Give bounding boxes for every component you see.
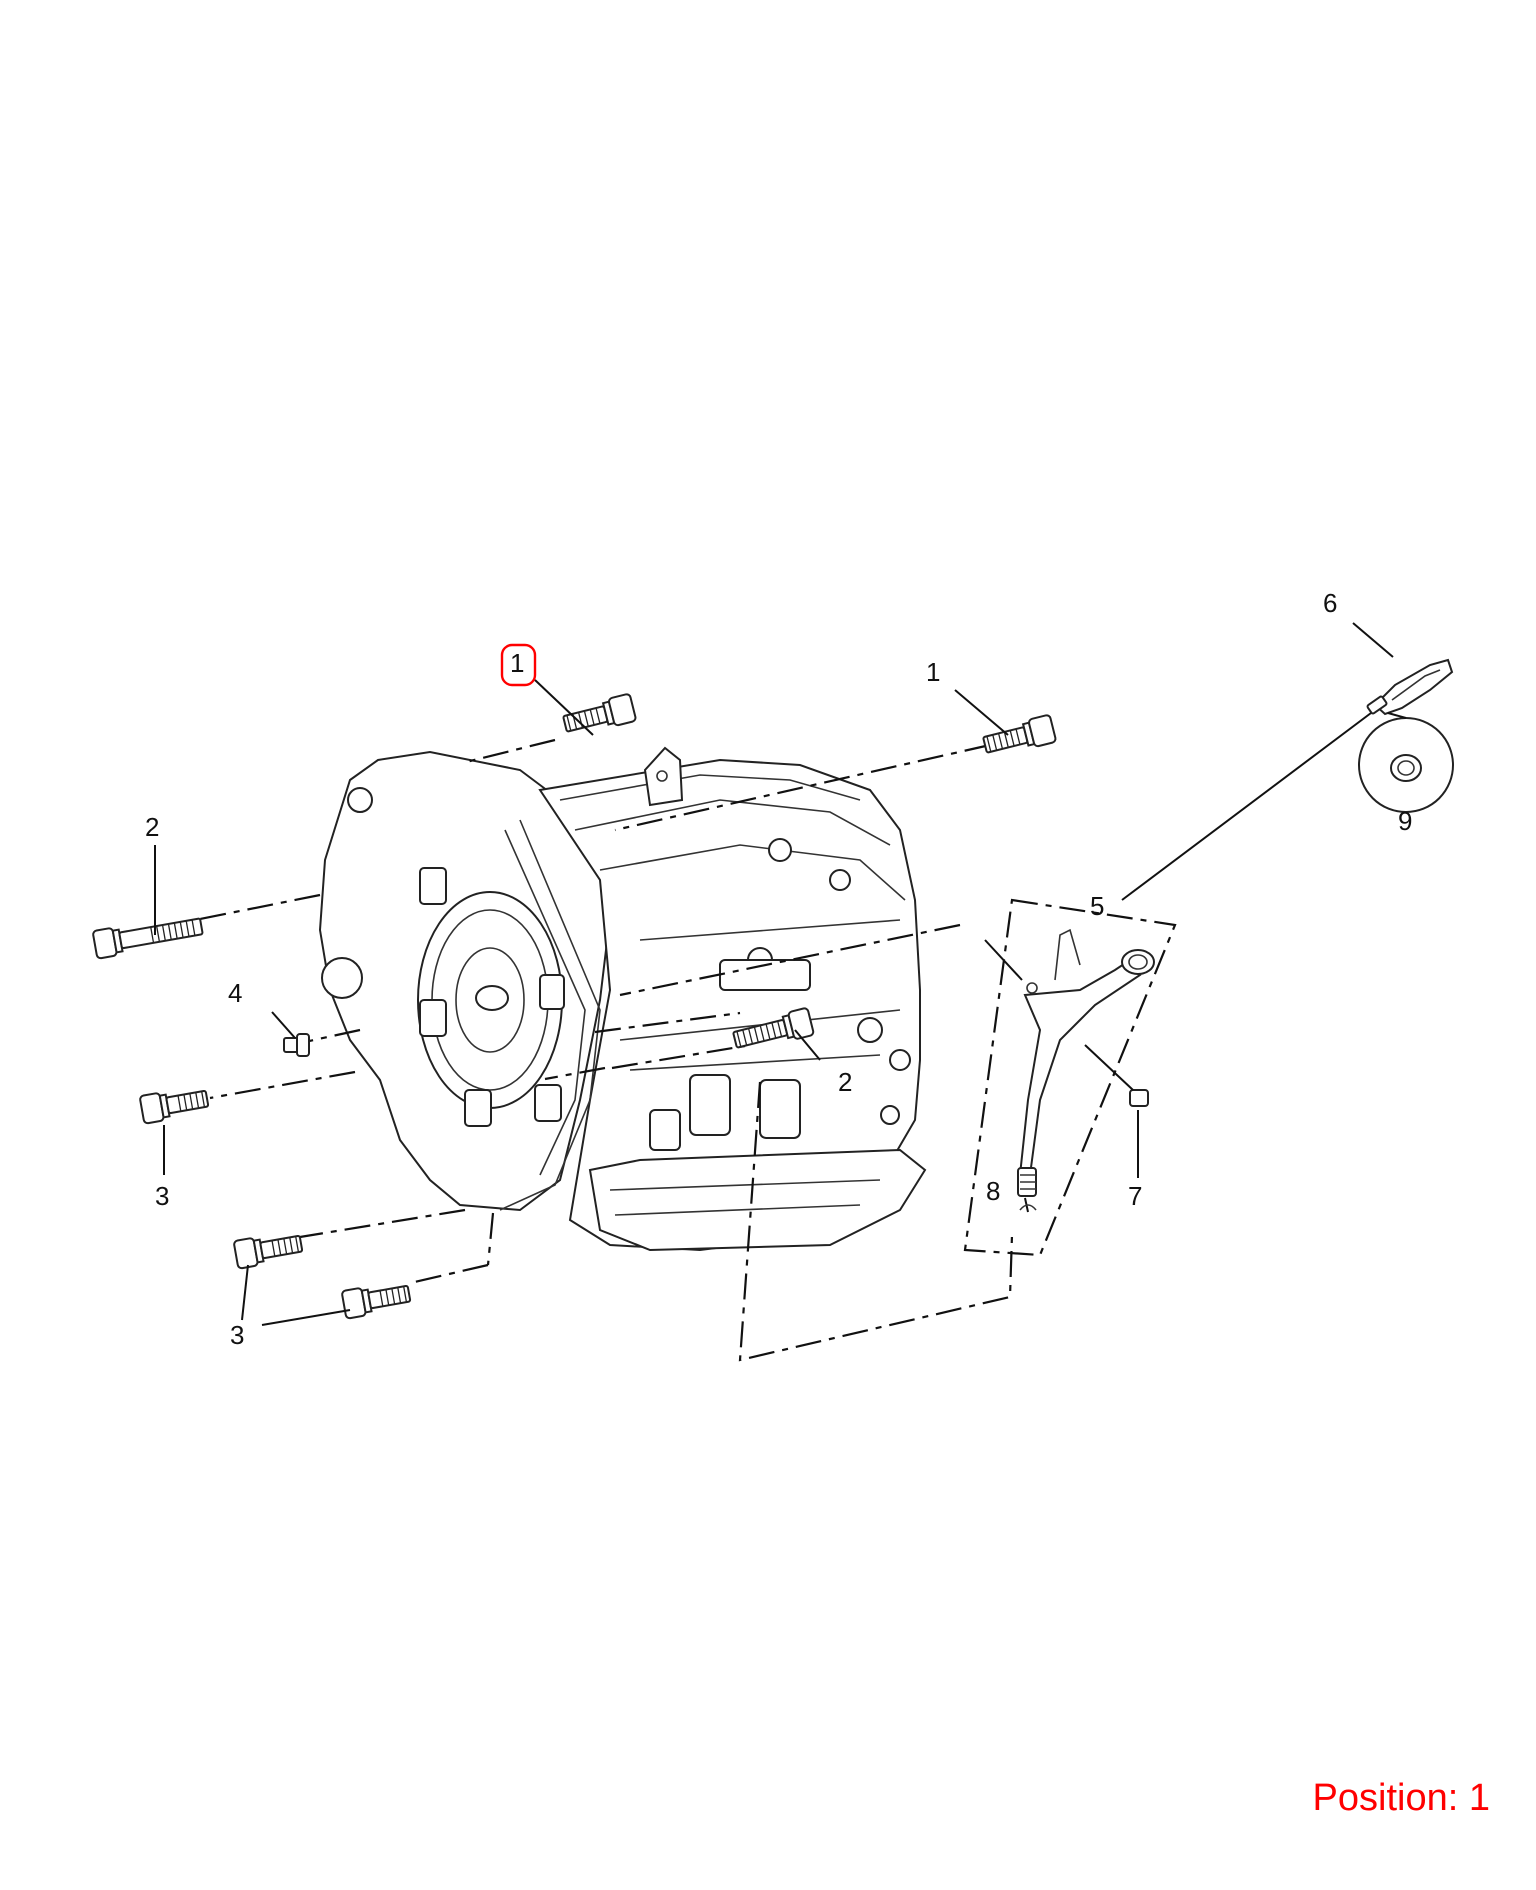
callout-8[interactable]: 8 — [986, 1176, 1000, 1206]
callout-numbers: 1 1 2 2 3 3 4 5 6 7 8 9 — [145, 588, 1412, 1350]
position-label-text: Position: — [1312, 1777, 1459, 1819]
bolt-3-lower-a[interactable] — [233, 1230, 304, 1270]
callout-5[interactable]: 5 — [1090, 891, 1104, 921]
bolt-1-right[interactable] — [982, 714, 1057, 758]
callout-4[interactable]: 4 — [228, 978, 242, 1008]
callout-1-selected[interactable]: 1 — [510, 648, 524, 678]
bolt-1-upper[interactable] — [562, 693, 637, 737]
position-indicator: Position: 1 — [1313, 1777, 1490, 1820]
bolt-3-upper[interactable] — [139, 1085, 210, 1125]
callout-3-lower[interactable]: 3 — [230, 1320, 244, 1350]
o-ring-9[interactable] — [1358, 712, 1454, 813]
callout-9[interactable]: 9 — [1398, 806, 1412, 836]
callout-7[interactable]: 7 — [1128, 1181, 1142, 1211]
callout-1-right[interactable]: 1 — [926, 657, 940, 687]
selected-callout-highlight[interactable] — [500, 643, 537, 687]
callout-6[interactable]: 6 — [1323, 588, 1337, 618]
oil-level-gauge-group — [963, 898, 1177, 1257]
dipstick-6[interactable] — [1121, 658, 1454, 901]
callout-3-upper[interactable]: 3 — [155, 1181, 169, 1211]
callout-2-left[interactable]: 2 — [145, 812, 159, 842]
position-value: 1 — [1468, 1777, 1490, 1819]
plug-4[interactable] — [283, 1033, 310, 1057]
leader-lines — [154, 622, 1394, 1326]
callout-2-center[interactable]: 2 — [838, 1067, 852, 1097]
bolt-3-lower-b[interactable] — [341, 1280, 412, 1320]
transmission-assembly — [318, 746, 927, 1252]
alignment-lines — [184, 738, 1014, 1362]
bolt-2-left[interactable] — [92, 912, 204, 960]
